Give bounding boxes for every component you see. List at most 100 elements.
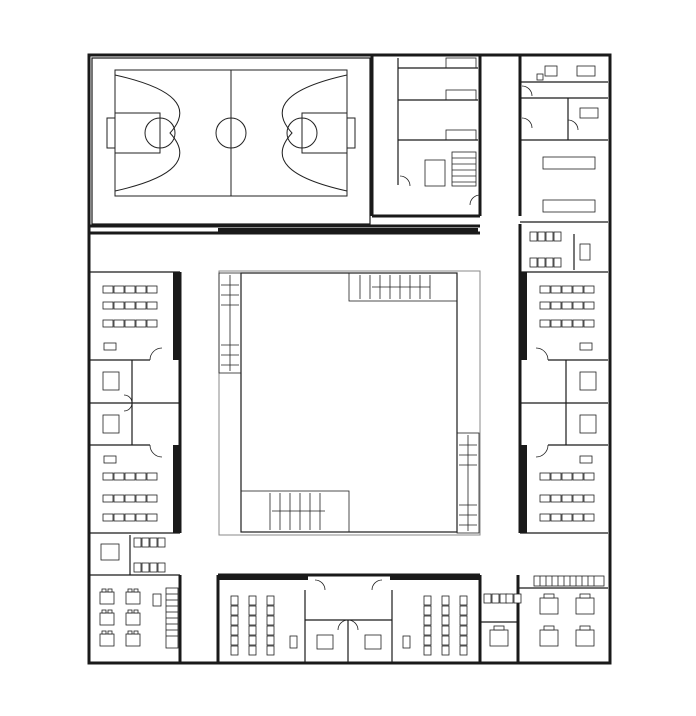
classroom-desk xyxy=(423,645,432,656)
classroom-desk xyxy=(423,605,432,616)
classroom-desk xyxy=(113,513,125,522)
office-tables xyxy=(99,588,595,650)
office-cabinet xyxy=(152,593,162,607)
classroom-desk xyxy=(561,319,573,328)
classroom-desk xyxy=(583,301,595,310)
classroom-desk xyxy=(459,615,468,626)
toilet-cubicle xyxy=(505,593,514,604)
classroom-desk xyxy=(248,615,257,626)
classroom-desk xyxy=(146,285,158,294)
classroom-desk xyxy=(550,285,562,294)
classroom-desk xyxy=(441,615,450,626)
classroom-desk xyxy=(230,645,239,656)
toilet-cubicle xyxy=(141,537,150,548)
chair xyxy=(101,630,107,635)
chair xyxy=(579,593,591,599)
classroom-desk xyxy=(146,319,158,328)
classroom-desk xyxy=(441,635,450,646)
toilet-cubicle xyxy=(141,562,150,573)
teacher-desk xyxy=(579,342,593,351)
classroom-desk xyxy=(561,513,573,522)
toilet-cubicle xyxy=(545,231,554,242)
classroom-desk xyxy=(102,319,114,328)
classroom-desk xyxy=(135,472,147,481)
toilet-cubicle xyxy=(529,231,538,242)
classroom-desk xyxy=(124,513,136,522)
classroom-desk xyxy=(266,615,275,626)
chair xyxy=(133,630,139,635)
classroom-desk xyxy=(572,472,584,481)
classroom-desk xyxy=(561,472,573,481)
classroom-desk xyxy=(102,301,114,310)
classroom-desk xyxy=(550,472,562,481)
classroom-desk xyxy=(230,635,239,646)
classroom-desk xyxy=(539,494,551,503)
classroom-desk xyxy=(248,595,257,606)
classroom-desk xyxy=(539,472,551,481)
classroom-desk xyxy=(583,494,595,503)
classroom-desk xyxy=(248,645,257,656)
classroom-desk xyxy=(102,472,114,481)
classroom-desk xyxy=(423,625,432,636)
stairs-courtyard-north xyxy=(348,272,458,302)
chair xyxy=(127,630,133,635)
chair xyxy=(543,593,555,599)
office-table xyxy=(125,612,141,626)
classroom-desk xyxy=(230,615,239,626)
classroom-desk xyxy=(146,494,158,503)
teacher-desk xyxy=(103,342,117,351)
classroom-desk xyxy=(459,625,468,636)
classroom-desk xyxy=(539,301,551,310)
classroom-desk xyxy=(113,472,125,481)
teacher-desk xyxy=(289,635,298,649)
classroom-desks xyxy=(102,285,595,656)
toilet-cubicle xyxy=(553,231,562,242)
chair xyxy=(127,588,133,593)
gym-room xyxy=(91,57,371,225)
chair xyxy=(543,625,555,631)
office-table xyxy=(539,629,559,647)
classroom-desk xyxy=(550,319,562,328)
classroom-desk xyxy=(561,301,573,310)
classroom-desk xyxy=(539,319,551,328)
classroom-desk xyxy=(459,635,468,646)
classroom-desk xyxy=(572,301,584,310)
classroom-desk xyxy=(124,472,136,481)
toilet-cubicle xyxy=(149,537,158,548)
stairs-southwest xyxy=(165,587,179,649)
classroom-desk xyxy=(266,625,275,636)
classroom-desk xyxy=(146,513,158,522)
classroom-desk xyxy=(459,645,468,656)
classroom-desk xyxy=(441,645,450,656)
classroom-desk xyxy=(572,319,584,328)
chair xyxy=(127,609,133,614)
classroom-desk xyxy=(113,319,125,328)
west-wing xyxy=(90,271,182,534)
classroom-desk xyxy=(135,494,147,503)
classroom-desk xyxy=(423,635,432,646)
classroom-desk xyxy=(135,301,147,310)
office-table xyxy=(539,597,559,615)
classroom-desk xyxy=(583,472,595,481)
classroom-desk xyxy=(230,595,239,606)
central-courtyard xyxy=(218,270,481,536)
classroom-desk xyxy=(266,605,275,616)
south-wing xyxy=(90,535,608,662)
north-service-core xyxy=(370,56,482,218)
classroom-desk xyxy=(266,635,275,646)
toilet-cubicle xyxy=(529,257,538,268)
classroom-desk xyxy=(113,301,125,310)
classroom-desk xyxy=(146,301,158,310)
toilet-cubicle xyxy=(133,537,142,548)
classroom-desk xyxy=(572,494,584,503)
chair xyxy=(107,588,113,593)
classroom-desk xyxy=(135,285,147,294)
toilet-cubicle xyxy=(553,257,562,268)
classroom-desk xyxy=(124,285,136,294)
classroom-desk xyxy=(124,494,136,503)
north-corridor-band xyxy=(218,228,478,232)
classroom-desk xyxy=(248,635,257,646)
toilet-cubicle xyxy=(133,562,142,573)
office-table xyxy=(99,633,115,647)
